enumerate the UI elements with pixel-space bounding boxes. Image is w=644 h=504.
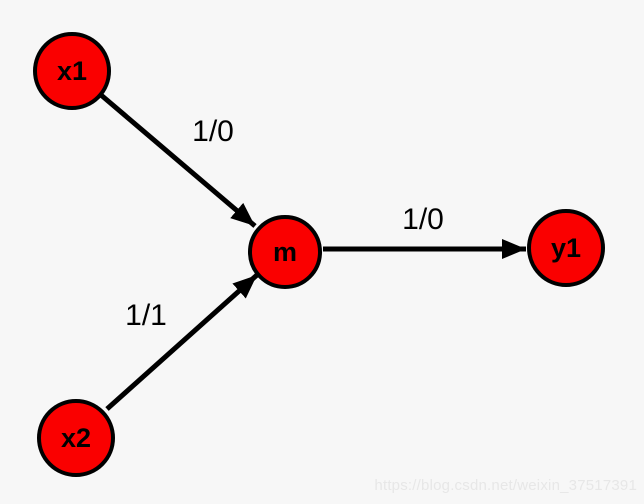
edge-x1-to-m bbox=[99, 93, 257, 228]
watermark: https://blog.csdn.net/weixin_37517391 bbox=[374, 477, 637, 494]
node-x1: x1 bbox=[33, 32, 111, 110]
edge-label-m-to-y1: 1/0 bbox=[402, 203, 444, 236]
edge-label-x1-to-m: 1/0 bbox=[192, 115, 234, 148]
node-x1-label: x1 bbox=[56, 55, 88, 86]
node-m: m bbox=[248, 215, 322, 289]
node-x2: x2 bbox=[37, 399, 115, 477]
node-m-label: m bbox=[272, 236, 297, 267]
edge-label-x2-to-m: 1/1 bbox=[125, 299, 167, 332]
node-x2-label: x2 bbox=[60, 422, 92, 453]
node-y1: y1 bbox=[527, 209, 605, 287]
edge-x2-to-m bbox=[105, 273, 259, 411]
node-y1-label: y1 bbox=[550, 232, 582, 263]
